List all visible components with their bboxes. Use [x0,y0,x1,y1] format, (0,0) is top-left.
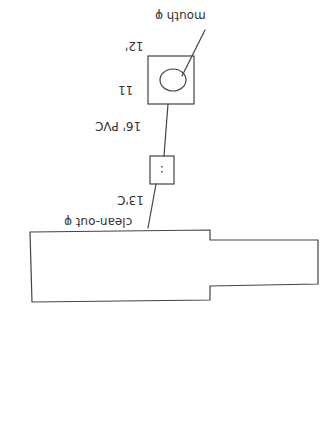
dimension-label: 12' [125,40,144,52]
pipe-label: 16' PVC [95,120,141,132]
pipe-line [148,184,156,228]
fitting-box [150,156,174,184]
callout-number: 11 [118,84,133,96]
meter-box [148,56,194,104]
fitting-mark: : [160,164,164,176]
callout-note: mouth φ [155,10,206,22]
pipe-line [164,104,168,156]
tank-base [30,230,318,302]
dimension-label: 13'C [117,194,144,206]
meter-dial [160,69,186,91]
callout-note: clean-out φ [64,216,132,228]
